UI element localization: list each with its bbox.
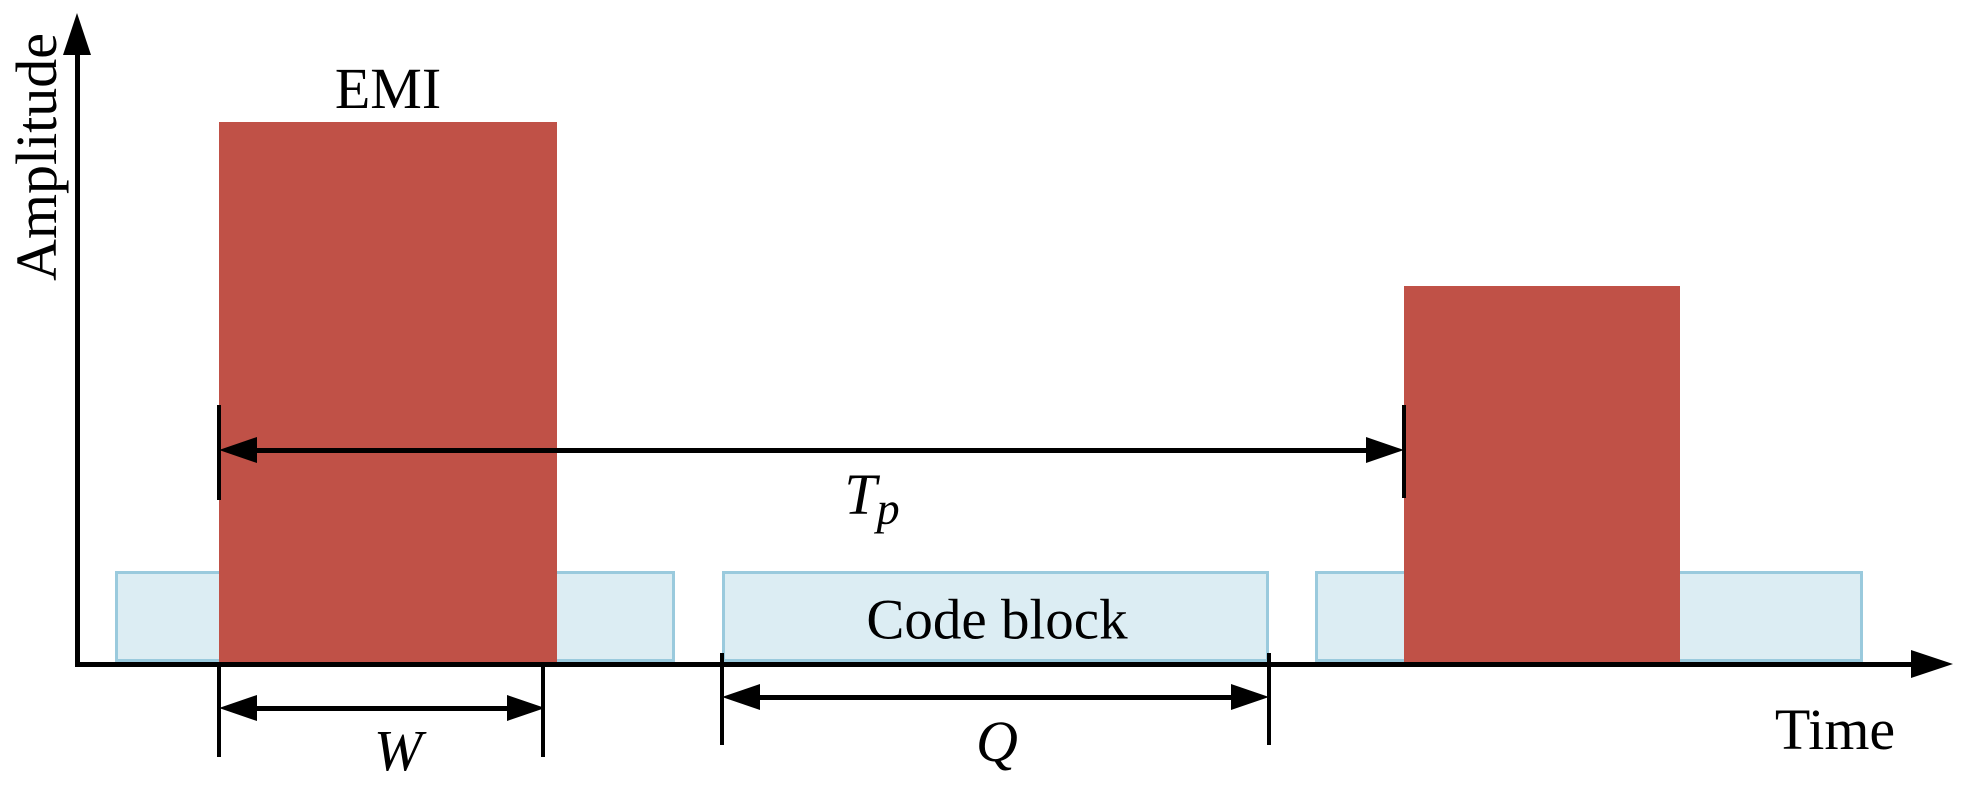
code-length-dimension-line	[733, 695, 1258, 700]
x-axis	[75, 662, 1913, 667]
x-axis-label: Time	[1774, 697, 1896, 762]
pulse-width-dimension-line	[230, 706, 517, 711]
y-axis-arrowhead-icon	[63, 13, 91, 55]
code-length-symbol-label: Q	[976, 709, 1018, 774]
code-block	[722, 571, 1269, 662]
emi-pulse	[1404, 286, 1680, 662]
arrowhead-right-icon	[1231, 684, 1269, 710]
period-symbol-label: Tp	[844, 466, 899, 532]
arrowhead-right-icon	[1366, 437, 1404, 463]
dimension-tick	[720, 653, 724, 745]
dimension-tick	[541, 667, 545, 757]
arrowhead-left-icon	[219, 695, 257, 721]
arrowhead-left-icon	[219, 437, 257, 463]
arrowhead-right-icon	[507, 695, 545, 721]
period-dimension-line	[230, 448, 1374, 453]
period-symbol-main: T	[844, 462, 877, 527]
dimension-tick	[217, 667, 221, 757]
pulse-width-symbol-label: W	[373, 718, 423, 783]
period-symbol-subscript: p	[876, 483, 900, 534]
y-axis-label: Amplitude	[4, 32, 69, 282]
dimension-tick	[217, 405, 221, 500]
arrowhead-left-icon	[722, 684, 760, 710]
dimension-tick	[1402, 405, 1406, 498]
code-block-label: Code block	[866, 588, 1128, 652]
y-axis	[75, 40, 80, 666]
emi-title-label: EMI	[334, 56, 442, 121]
dimension-tick	[1267, 653, 1271, 745]
emi-pulse	[219, 122, 557, 662]
x-axis-arrowhead-icon	[1911, 650, 1953, 678]
